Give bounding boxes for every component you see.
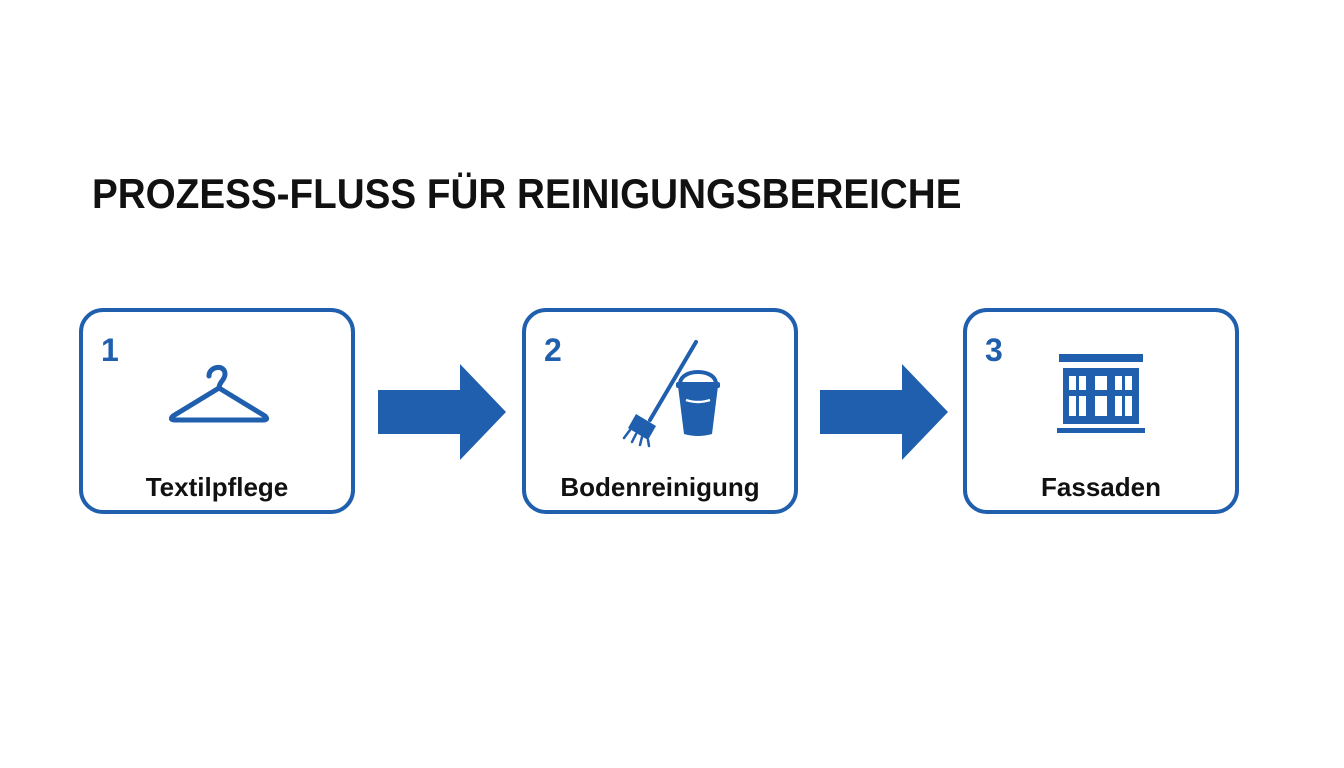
step-label: Textilpflege [145, 472, 289, 502]
step-number: 3 [985, 332, 1003, 368]
hanger-icon [168, 365, 270, 423]
step-box-fassaden: 3 Fassaden [963, 308, 1239, 514]
diagram-title: PROZESS-FLUSS FÜR REINIGUNGSBEREICHE [92, 170, 962, 217]
step-label: Bodenreinigung [560, 472, 760, 502]
step-box-textilpflege: 1 Textilpflege [79, 308, 355, 514]
step-number: 1 [101, 332, 119, 368]
broom-bucket-icon [622, 340, 720, 448]
step-number: 2 [544, 332, 562, 368]
step-label: Fassaden [1041, 472, 1161, 502]
building-icon [1057, 354, 1145, 433]
arrow-right-icon [378, 364, 506, 460]
step-box-bodenreinigung: 2 Bodenreinigung [522, 308, 798, 514]
arrow-right-icon [820, 364, 948, 460]
